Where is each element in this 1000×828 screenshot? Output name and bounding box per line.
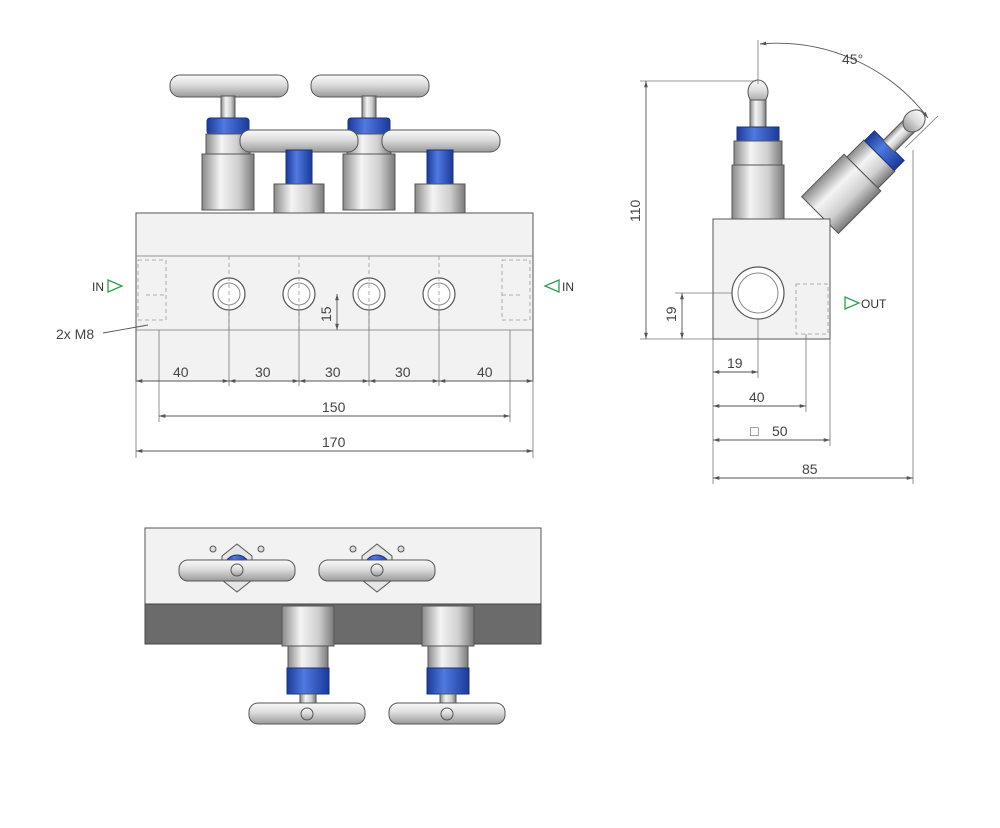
dim-seg-label: 40 <box>477 364 493 380</box>
rear-valve-handle <box>381 129 501 153</box>
label-thread: 2x M8 <box>56 326 94 342</box>
dim-170-label: 170 <box>322 434 346 450</box>
valve-handle <box>169 74 289 98</box>
dim-19-vert-label: 19 <box>663 306 679 322</box>
valve-hex-body <box>731 164 785 220</box>
front-valve-2 <box>310 74 430 211</box>
dim-15-label: 15 <box>318 306 334 322</box>
valve-stem <box>361 95 377 121</box>
angle-ref-line <box>904 115 939 149</box>
in-right-arrow-icon <box>543 279 560 293</box>
dim-seg-label: 30 <box>255 364 271 380</box>
blue-ring-icon <box>285 149 313 185</box>
top-valve-1 <box>178 543 296 593</box>
blue-ring-icon <box>426 667 470 695</box>
valve-hex-body <box>342 153 396 211</box>
top-valve-2 <box>318 543 436 593</box>
hidden-lines <box>137 256 531 330</box>
label-in-right: IN <box>562 280 574 294</box>
square-symbol: □ <box>750 423 759 439</box>
rear-valve-handle <box>239 129 359 153</box>
dim-19-horiz-label: 19 <box>727 355 743 371</box>
top-valve-4 <box>388 605 506 725</box>
valve-hex-body <box>421 605 475 647</box>
valve-stem <box>749 99 767 131</box>
thread-leader-line <box>102 324 149 334</box>
label-out: OUT <box>861 297 887 311</box>
front-view: IN IN 2x M8 15 40 30 30 <box>56 74 574 458</box>
front-chain-dimensions: 40 30 30 30 40 <box>136 364 533 383</box>
dim-150-label: 150 <box>322 399 346 415</box>
label-in-left: IN <box>92 280 104 294</box>
top-valve-3 <box>248 605 366 725</box>
side-hidden-lines <box>795 283 829 335</box>
blue-ring-icon <box>206 117 250 135</box>
top-block-shade <box>144 603 542 645</box>
valve-bonnet <box>733 140 783 166</box>
blue-ring-icon <box>426 149 454 185</box>
dim-40-label: 40 <box>749 389 765 405</box>
side-vertical-valve <box>731 79 785 220</box>
dim-50-label: 50 <box>772 423 788 439</box>
side-port-inner <box>737 272 779 314</box>
valve-hex-body <box>201 153 255 211</box>
valve-bonnet <box>427 645 469 669</box>
out-arrow-icon <box>844 296 861 310</box>
angle-arc <box>759 41 929 119</box>
in-left-arrow-icon <box>107 279 124 293</box>
valve-bonnet <box>287 645 329 669</box>
valve-stem <box>220 95 236 121</box>
front-extension-lines <box>135 310 534 458</box>
blue-ring-icon <box>736 126 780 142</box>
manifold-block <box>135 212 534 382</box>
dim-110-label: 110 <box>627 199 643 222</box>
dim-seg-label: 30 <box>395 364 411 380</box>
top-view <box>144 527 542 725</box>
dim-seg-label: 40 <box>173 364 189 380</box>
blue-ring-icon <box>286 667 330 695</box>
dim-seg-label: 30 <box>325 364 341 380</box>
valve-handle <box>310 74 430 98</box>
side-view: OUT 45° 110 19 19 40 □ 50 85 <box>627 40 939 484</box>
side-angled-valve <box>800 109 926 235</box>
angle-label: 45° <box>842 51 863 67</box>
side-port-outer <box>731 266 785 320</box>
dim-85-label: 85 <box>802 461 818 477</box>
valve-hex-body <box>281 605 335 647</box>
